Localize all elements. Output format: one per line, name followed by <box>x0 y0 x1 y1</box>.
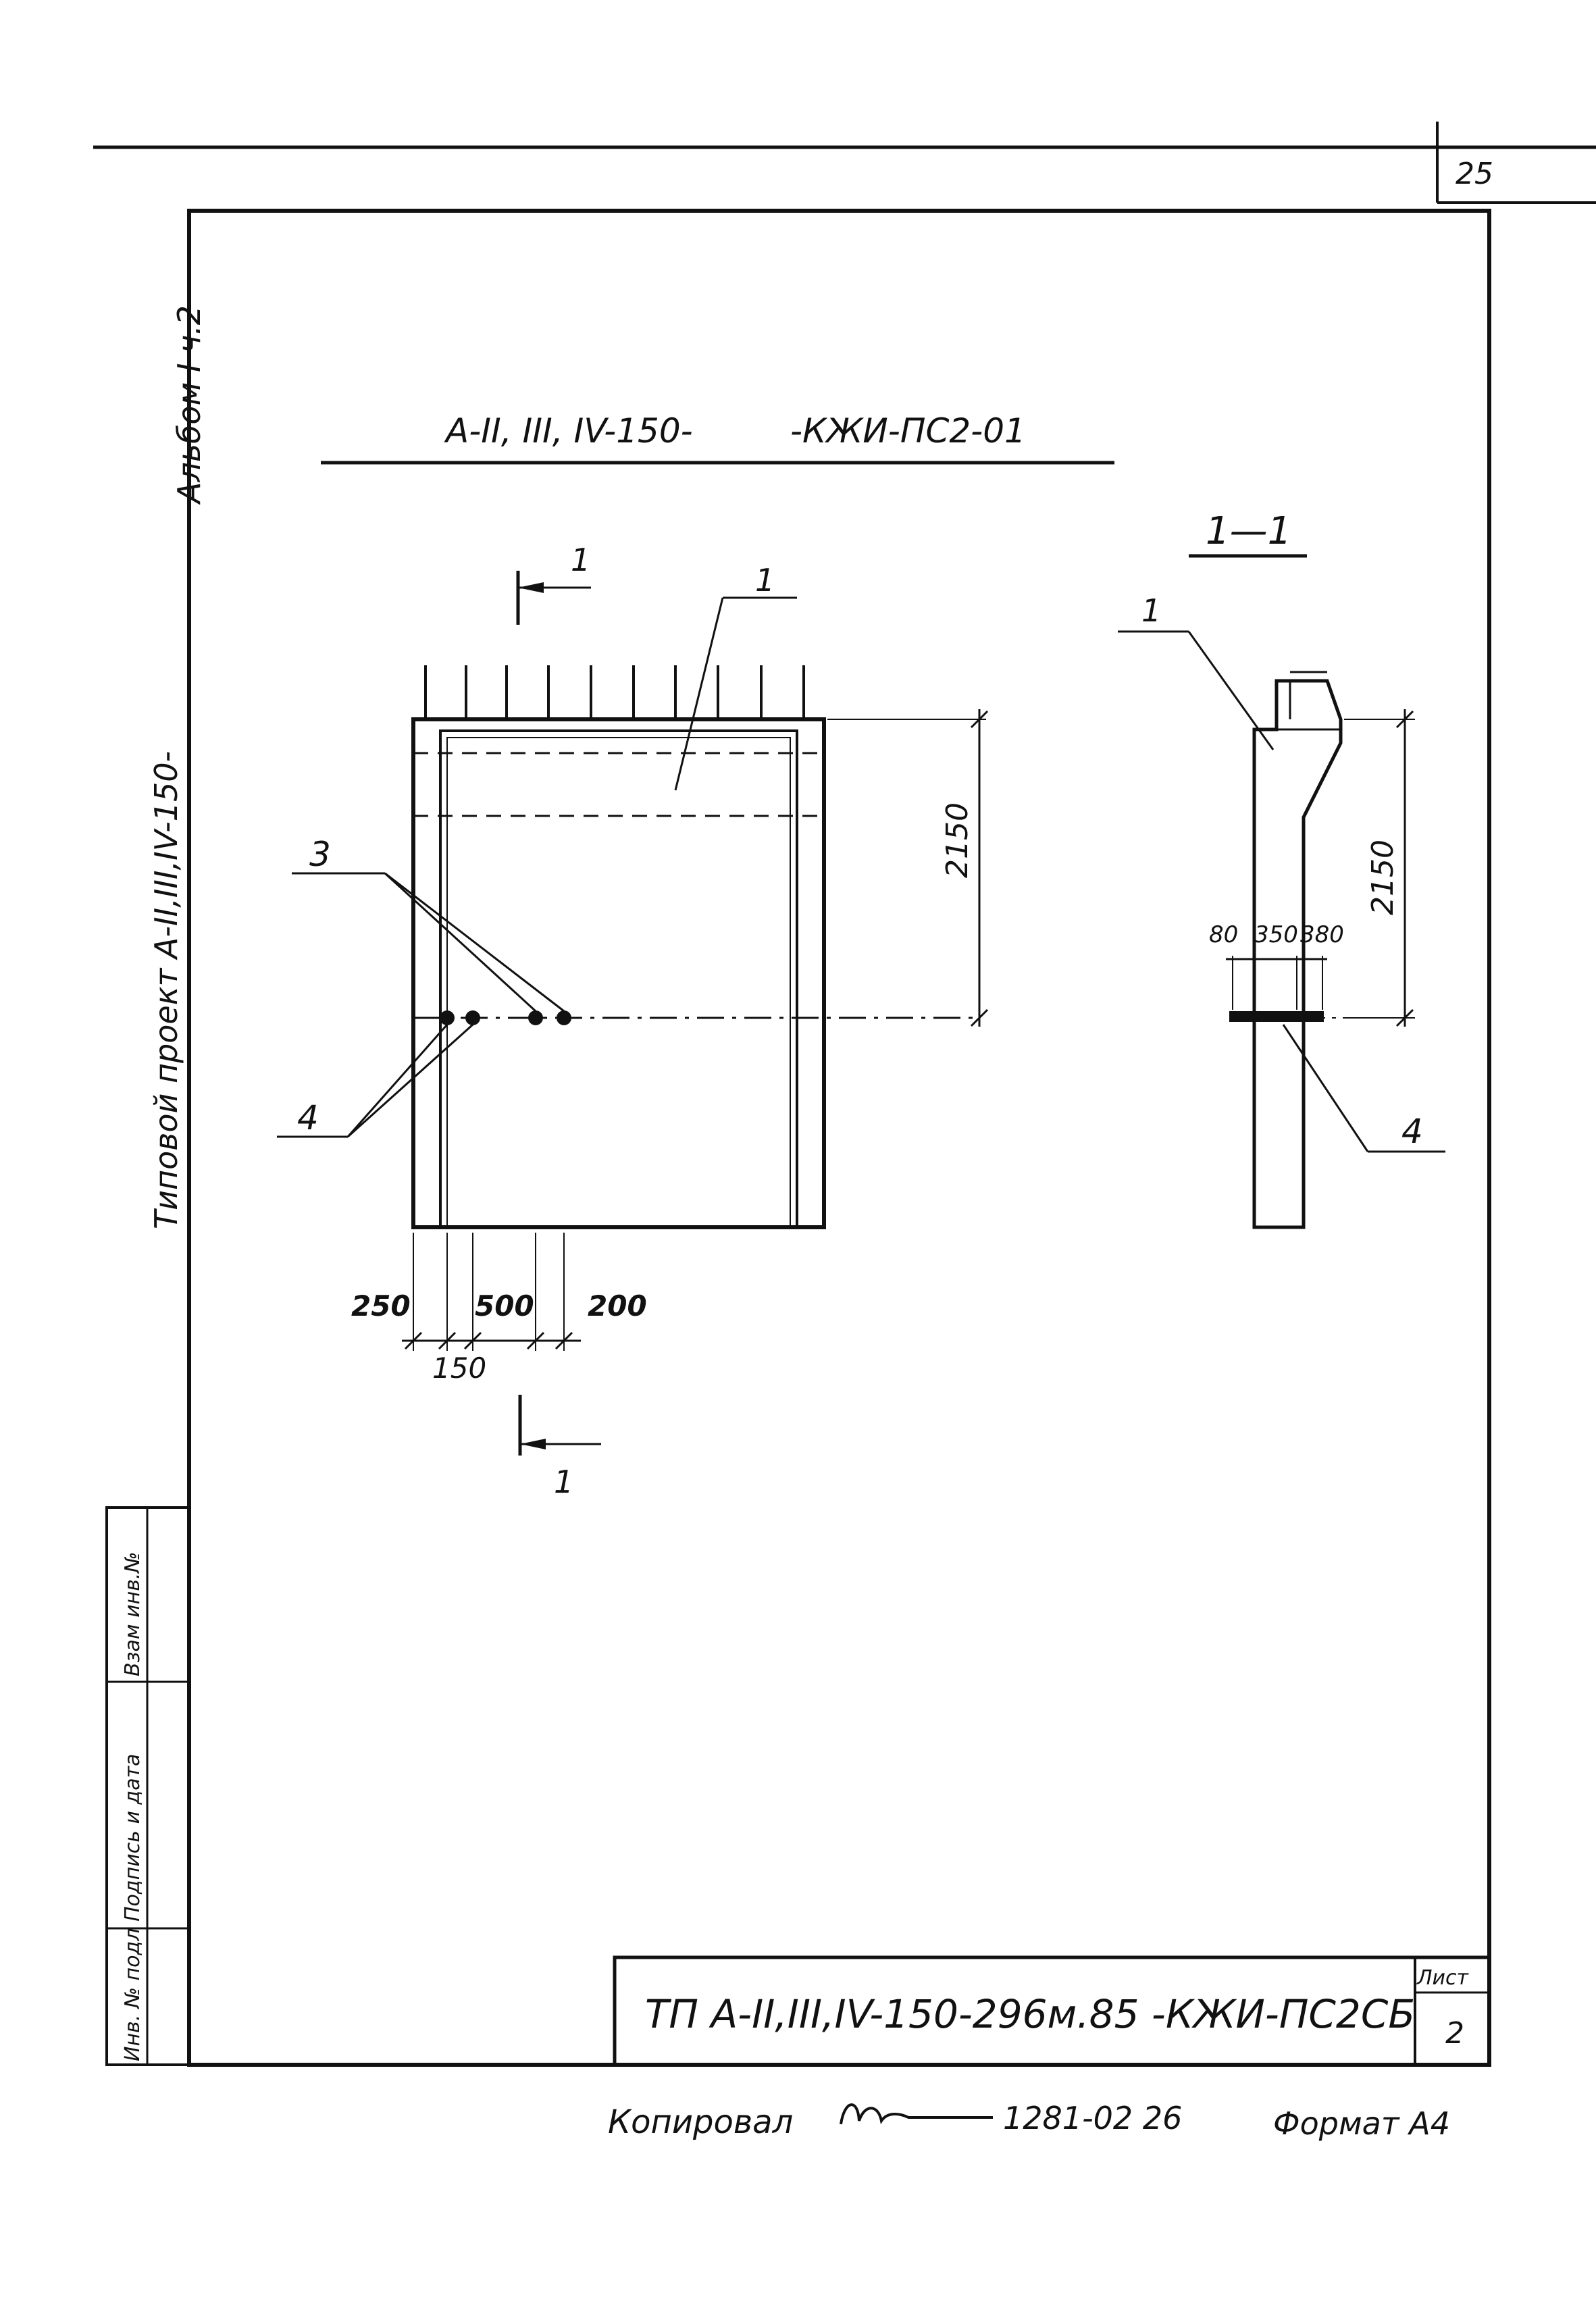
cut-arrow-top-head <box>518 582 544 593</box>
leader-4-line-a <box>346 1024 448 1137</box>
dim-150-label: 150 <box>432 1352 486 1385</box>
plan-view: 1 1 <box>277 542 989 1500</box>
section-dim-80-label: 80 <box>1209 921 1238 948</box>
cut-label-bottom: 1 <box>554 1464 573 1500</box>
section-leader-1-label: 1 <box>1141 592 1161 629</box>
section-dim-350-label: 350 <box>1254 921 1298 948</box>
drawing-title: А-II, III, IV-150- -КЖИ-ПС2-01 <box>321 411 1114 465</box>
album-label: Альбом I ч.2 <box>171 305 207 505</box>
footer-order: 1281-02 26 <box>1003 2100 1182 2136</box>
section-view: 1—1 1 4 2150 80 350 380 <box>1118 509 1445 1229</box>
section-dim-2150-label: 2150 <box>1366 840 1400 915</box>
section-dim-380-label: 380 <box>1300 921 1344 948</box>
panel-outline <box>411 717 826 1229</box>
panel-inner-contour-2 <box>446 737 791 1227</box>
footer-format: Формат А4 <box>1273 2105 1450 2142</box>
leader-3-line-b <box>384 872 565 1012</box>
dim-2150-label: 2150 <box>940 802 975 878</box>
stamp-cell-signature: Подпись и дата <box>121 1754 145 1922</box>
leader-3-line-a <box>384 872 537 1012</box>
corner-number: 25 <box>1456 157 1493 191</box>
section-leader-4-label: 4 <box>1401 1112 1423 1151</box>
leader-1-label: 1 <box>755 562 775 598</box>
copier-signature <box>840 2103 993 2125</box>
stamp-cell-inventory: Инв. № подл <box>121 1928 145 2061</box>
title-block-code: ТП А-II,III,IV-150-296м.85 -КЖИ-ПС2СБ <box>645 1991 1415 2037</box>
cut-arrow-bottom-head <box>520 1439 546 1449</box>
embed-point-3 <box>528 1010 543 1025</box>
section-embed-plate <box>1229 1011 1324 1022</box>
stamp-cell-replace: Взам инв.№ <box>121 1551 145 1676</box>
leader-4-label: 4 <box>297 1098 319 1137</box>
sheet-label: Лист <box>1416 1966 1470 1990</box>
bottom-dimension-chain <box>402 1233 581 1351</box>
section-leader-4-line <box>1282 1024 1369 1152</box>
drawing-title-right: -КЖИ-ПС2-01 <box>790 411 1026 451</box>
section-outline <box>1252 679 1343 1229</box>
drawing-title-left: А-II, III, IV-150- <box>444 411 693 451</box>
panel-inner-contour <box>439 729 798 1227</box>
footer-copied: Копировал <box>608 2103 793 2141</box>
rebar-outlets <box>424 665 805 719</box>
title-block: ТП А-II,III,IV-150-296м.85 -КЖИ-ПС2СБ Ли… <box>613 1955 1491 2067</box>
main-frame <box>187 209 1491 2067</box>
cut-label-top: 1 <box>571 542 590 578</box>
project-label: Типовой проект А-II,III,IV-150- <box>148 751 184 1229</box>
embed-point-4 <box>557 1010 571 1025</box>
embed-point-1 <box>440 1010 455 1025</box>
leader-3-label: 3 <box>309 835 331 874</box>
side-stamp: Взам инв.№ Подпись и дата Инв. № подл <box>105 1506 190 2066</box>
section-title: 1—1 <box>1206 509 1291 553</box>
dim-500-label: 500 <box>475 1289 534 1322</box>
sheet-number: 2 <box>1445 2016 1464 2051</box>
footer: Копировал 1281-02 26 Формат А4 <box>608 2100 1450 2142</box>
embed-point-2 <box>465 1010 480 1025</box>
leader-1-line <box>674 597 724 791</box>
leader-4-line-b <box>346 1023 474 1138</box>
section-leader-1-line <box>1187 631 1275 750</box>
dim-200-label: 200 <box>588 1289 647 1322</box>
dim-250-label: 250 <box>351 1289 411 1322</box>
